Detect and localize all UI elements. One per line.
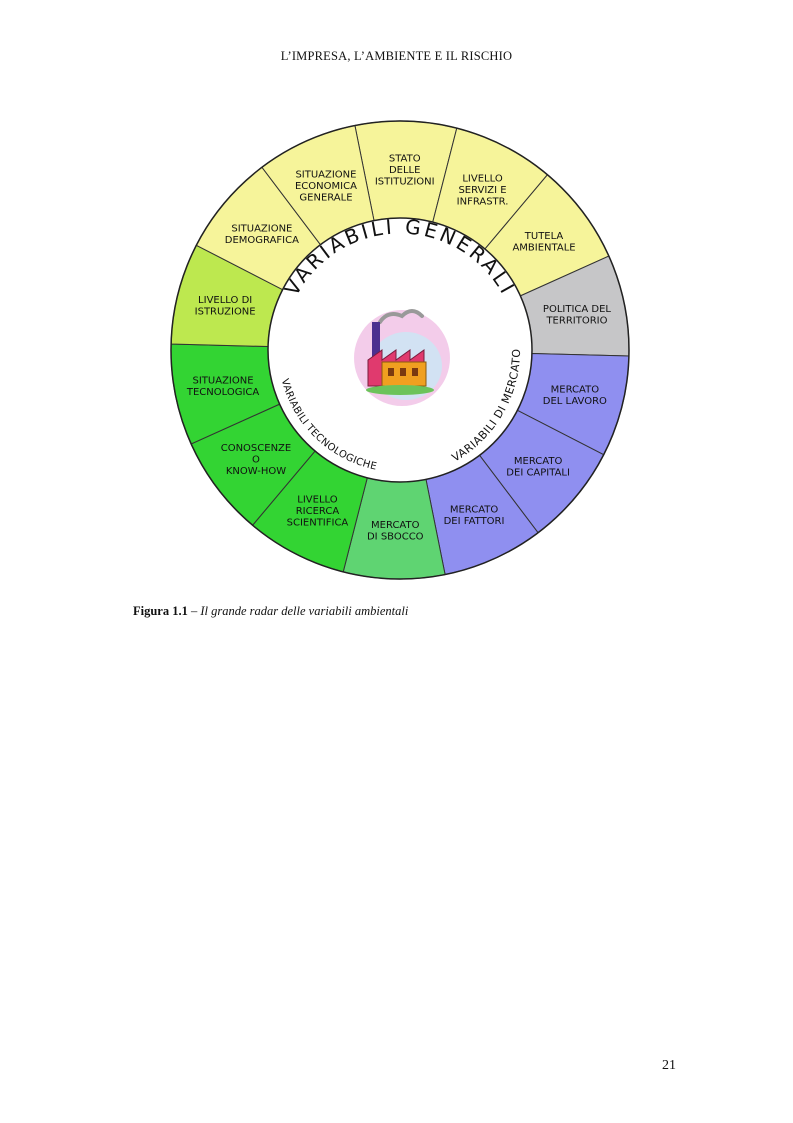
- segment-label-line: SITUAZIONE: [193, 375, 254, 386]
- caption-text: Il grande radar delle variabili ambienta…: [200, 604, 408, 618]
- segment-label-line: SITUAZIONE: [231, 224, 292, 235]
- figure-caption: Figura 1.1 – Il grande radar delle varia…: [133, 604, 408, 619]
- segment-label-line: GENERALE: [299, 192, 352, 203]
- segment-label-line: RICERCA: [296, 506, 340, 517]
- segment-label-line: TECNOLOGICA: [186, 387, 260, 398]
- segment-label-line: STATO: [389, 154, 421, 165]
- segment-label-line: CONOSCENZE: [221, 443, 292, 454]
- segment-label-line: LIVELLO: [462, 173, 502, 184]
- caption-number: Figura 1.1: [133, 604, 188, 618]
- segment-label-line: AMBIENTALE: [512, 242, 575, 253]
- segment-label-line: SERVIZI E: [458, 185, 506, 196]
- segment-label-line: MERCATO: [514, 456, 563, 467]
- segment-label-line: DEL LAVORO: [543, 396, 607, 407]
- segment-label-line: SITUAZIONE: [295, 169, 356, 180]
- segment-label-line: ISTITUZIONI: [375, 177, 435, 188]
- segment-label-line: ECONOMICA: [295, 181, 357, 192]
- segment-label-line: MERCATO: [371, 520, 420, 531]
- segment-label-line: DEMOGRAFICA: [225, 235, 299, 246]
- segment-label-line: DELLE: [389, 165, 420, 176]
- segment-label-line: POLITICA DEL: [543, 304, 612, 315]
- caption-separator: –: [188, 604, 201, 618]
- segment-label-line: DI SBOCCO: [367, 532, 424, 543]
- segment-label-line: LIVELLO: [297, 495, 337, 506]
- segment-label-line: O: [252, 454, 260, 465]
- page-number: 21: [662, 1058, 676, 1074]
- segment-label-line: SCIENTIFICA: [287, 518, 349, 529]
- running-head: L’IMPRESA, L’AMBIENTE E IL RISCHIO: [0, 49, 793, 64]
- segment-label-line: TUTELA: [524, 231, 564, 242]
- segment-label-line: DEI CAPITALI: [506, 467, 570, 478]
- segment-label-line: DEI FATTORI: [444, 516, 505, 527]
- segment-label-line: MERCATO: [551, 385, 600, 396]
- factory-icon: [354, 310, 450, 406]
- segment-label-line: INFRASTR.: [457, 196, 509, 207]
- segment-label-line: LIVELLO DI: [198, 295, 252, 306]
- segment-label-line: KNOW-HOW: [226, 466, 286, 477]
- segment-label-line: TERRITORIO: [545, 316, 607, 327]
- segment-label-line: MERCATO: [450, 504, 499, 515]
- segment-label-line: ISTRUZIONE: [195, 306, 256, 317]
